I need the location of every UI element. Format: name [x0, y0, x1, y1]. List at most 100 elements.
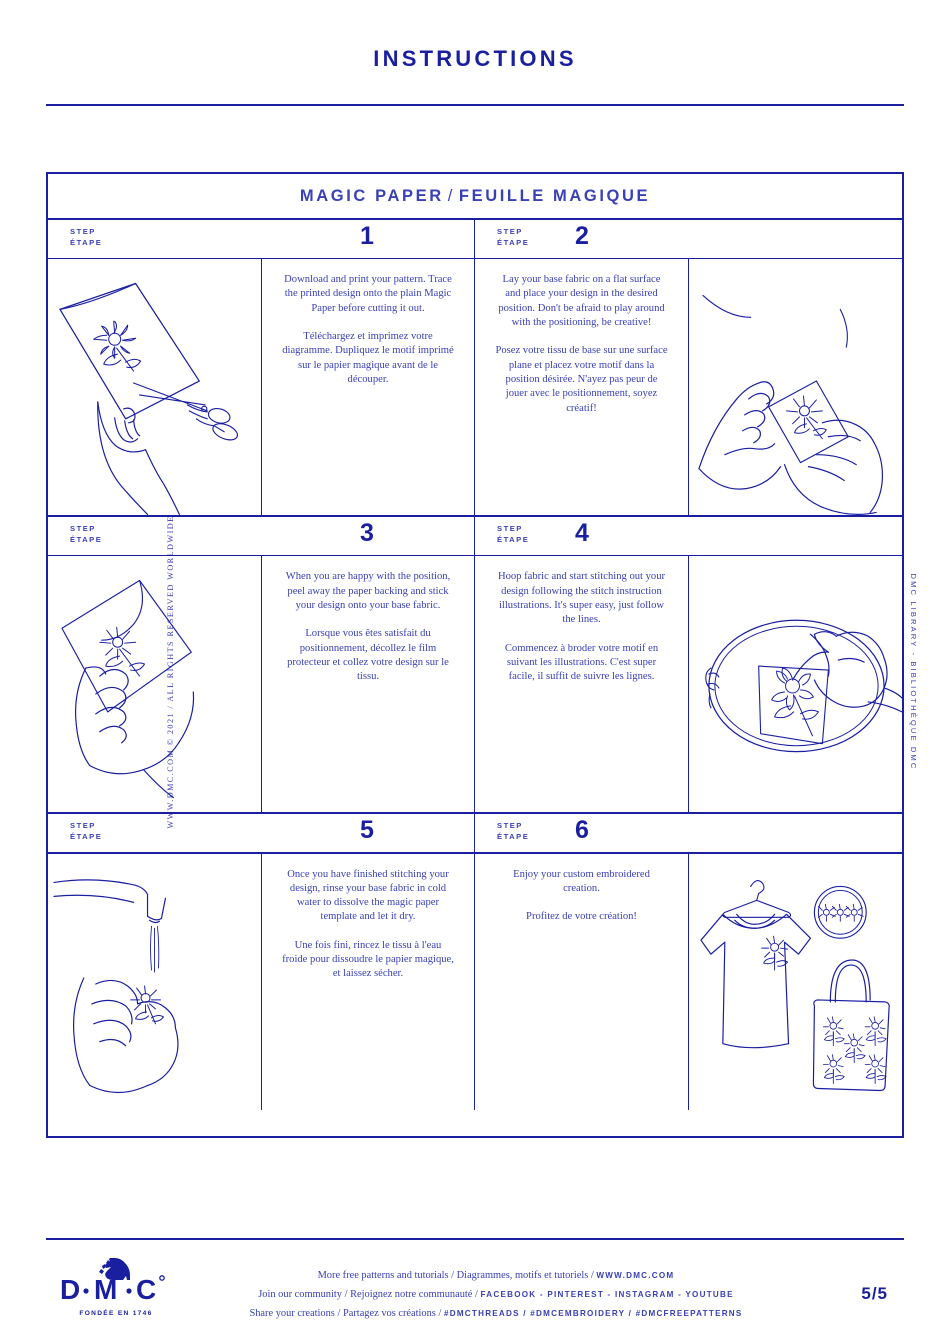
step-cell-6: STEP ÉTAPE 6: [475, 814, 902, 1110]
step-number-1: 1: [360, 221, 374, 250]
step-header-divider-4: [475, 554, 902, 557]
step-text-fr-3: Lorsque vous êtes satisfait du positionn…: [287, 628, 449, 683]
step-label-5: STEP ÉTAPE: [70, 820, 102, 843]
step-header-6: STEP ÉTAPE 6: [475, 814, 902, 852]
dmc-logo-mark: D M C: [60, 1257, 165, 1305]
step-label-en: STEP: [70, 820, 96, 830]
instructions-panel: MAGIC PAPER / FEUILLE MAGIQUE STEP ÉTAPE…: [46, 172, 904, 1138]
step-label-fr: ÉTAPE: [497, 535, 530, 545]
step-body-6: Enjoy your custom embroidered creation. …: [475, 853, 902, 1110]
step-header-3: STEP ÉTAPE 3: [48, 517, 474, 555]
step-text-fr-6: Profitez de votre création!: [526, 911, 637, 923]
step-body-1: Download and print your pattern. Trace t…: [48, 259, 474, 516]
step-number-4: 4: [575, 518, 589, 547]
step-label-3: STEP ÉTAPE: [70, 523, 102, 546]
step-label-en: STEP: [497, 820, 523, 830]
step-text-fr-2: Posez votre tissu de base sur une surfac…: [495, 345, 668, 414]
step-text-4: Hoop fabric and start stitching out your…: [475, 556, 688, 812]
step-label-fr: ÉTAPE: [70, 535, 103, 545]
step-number-3: 3: [360, 518, 374, 547]
step-text-en-3: When you are happy with the position, pe…: [285, 571, 451, 611]
svg-text:M: M: [94, 1274, 118, 1305]
step-label-fr: ÉTAPE: [497, 238, 530, 248]
step-label-6: STEP ÉTAPE: [497, 820, 529, 843]
footer-hashtags[interactable]: #DMCTHREADS / #DMCEMBROIDERY / #DMCFREEP…: [443, 1309, 743, 1318]
step-cell-5: STEP ÉTAPE 5: [48, 813, 475, 1110]
step-cell-1: STEP ÉTAPE 1: [48, 219, 475, 516]
panel-title-en: MAGIC PAPER: [299, 186, 444, 205]
footer-line3-en: Share your creations: [249, 1308, 335, 1319]
illustration-step-4: [688, 556, 902, 813]
dmc-logo: D M C FONDÉE EN 1746: [56, 1256, 176, 1317]
step-text-5: Once you have finished stitching your de…: [262, 854, 474, 1110]
footer-line2-fr: Rejoignez notre communauté: [350, 1289, 473, 1300]
step-text-en-1: Download and print your pattern. Trace t…: [284, 274, 452, 314]
step-body-3: When you are happy with the position, pe…: [48, 556, 474, 813]
step-text-en-2: Lay your base fabric on a flat surface a…: [498, 274, 665, 329]
step-cell-4: STEP ÉTAPE 4: [475, 517, 902, 813]
footer-social-links[interactable]: FACEBOOK - PINTEREST - INSTAGRAM - YOUTU…: [480, 1290, 734, 1299]
step-header-divider-2: [475, 257, 902, 260]
step-cell-3: STEP ÉTAPE 3: [48, 516, 475, 813]
step-label-fr: ÉTAPE: [70, 832, 103, 842]
step-label-fr: ÉTAPE: [497, 832, 530, 842]
footer-sep: /: [344, 1289, 348, 1300]
step-header-divider-6: [475, 851, 902, 854]
step-text-6: Enjoy your custom embroidered creation. …: [475, 854, 688, 1110]
step-row-divider-2: [48, 812, 902, 814]
footer-divider: [46, 1238, 904, 1240]
step-label-en: STEP: [70, 226, 96, 236]
step-header-2: STEP ÉTAPE 2: [475, 220, 902, 258]
panel-title: MAGIC PAPER / FEUILLE MAGIQUE: [48, 174, 902, 218]
illustration-step-5: [48, 853, 262, 1110]
step-text-fr-5: Une fois fini, rincez le tissu à l'eau f…: [282, 939, 454, 980]
illustration-step-1: [48, 259, 262, 516]
panel-title-separator: /: [447, 186, 455, 205]
step-text-2: Lay your base fabric on a flat surface a…: [475, 259, 688, 515]
footer-sep: /: [590, 1270, 594, 1281]
footer-line3-fr: Partagez vos créations: [342, 1308, 436, 1319]
step-header-divider-1: [48, 257, 474, 260]
step-text-3: When you are happy with the position, pe…: [262, 556, 474, 812]
footer-line1-en: More free patterns and tutorials: [317, 1270, 449, 1281]
footer-sep: /: [438, 1308, 442, 1319]
step-label-fr: ÉTAPE: [70, 238, 103, 248]
step-text-en-5: Once you have finished stitching your de…: [287, 868, 449, 923]
step-label-1: STEP ÉTAPE: [70, 226, 102, 249]
illustration-step-2: [688, 259, 902, 516]
step-label-4: STEP ÉTAPE: [497, 523, 529, 546]
step-text-en-4: Hoop fabric and start stitching out your…: [497, 571, 666, 626]
step-body-5: Once you have finished stitching your de…: [48, 853, 474, 1110]
step-label-en: STEP: [70, 523, 96, 533]
step-text-1: Download and print your pattern. Trace t…: [262, 259, 474, 515]
footer-sep: /: [337, 1308, 341, 1319]
dmc-founded-text: FONDÉE EN 1746: [79, 1310, 153, 1317]
footer-line-3: Share your creations / Partagez vos créa…: [196, 1304, 796, 1323]
step-body-2: Lay your base fabric on a flat surface a…: [475, 259, 902, 516]
step-number-6: 6: [575, 815, 589, 844]
step-row-divider-1: [48, 515, 902, 517]
step-text-en-6: Enjoy your custom embroidered creation.: [513, 868, 650, 894]
step-row-2: STEP ÉTAPE 3: [48, 516, 902, 813]
step-text-fr-4: Commencez à broder votre motif en suivan…: [504, 642, 659, 683]
footer-line1-fr: Diagrammes, motifs et tutoriels: [456, 1270, 589, 1281]
footer-website-link[interactable]: WWW.DMC.COM: [596, 1271, 675, 1280]
illustration-step-3: [48, 556, 262, 813]
panel-title-divider: [48, 218, 902, 220]
step-header-divider-3: [48, 554, 474, 557]
svg-text:D: D: [60, 1274, 81, 1305]
step-cell-2: STEP ÉTAPE 2: [475, 220, 902, 516]
page-number: 5/5: [861, 1284, 888, 1303]
page-title: INSTRUCTIONS: [373, 46, 577, 71]
step-row-1: STEP ÉTAPE 1: [48, 219, 902, 516]
svg-text:C: C: [136, 1274, 157, 1305]
footer-sep: /: [475, 1289, 478, 1300]
step-label-en: STEP: [497, 523, 523, 533]
footer-line-2: Join our community / Rejoignez notre com…: [196, 1285, 796, 1304]
step-label-2: STEP ÉTAPE: [497, 226, 529, 249]
step-header-4: STEP ÉTAPE 4: [475, 517, 902, 555]
header-divider: [46, 104, 904, 106]
step-header-divider-5: [48, 851, 474, 854]
page-footer: D M C FONDÉE EN 1746 More free patterns …: [46, 1248, 904, 1334]
